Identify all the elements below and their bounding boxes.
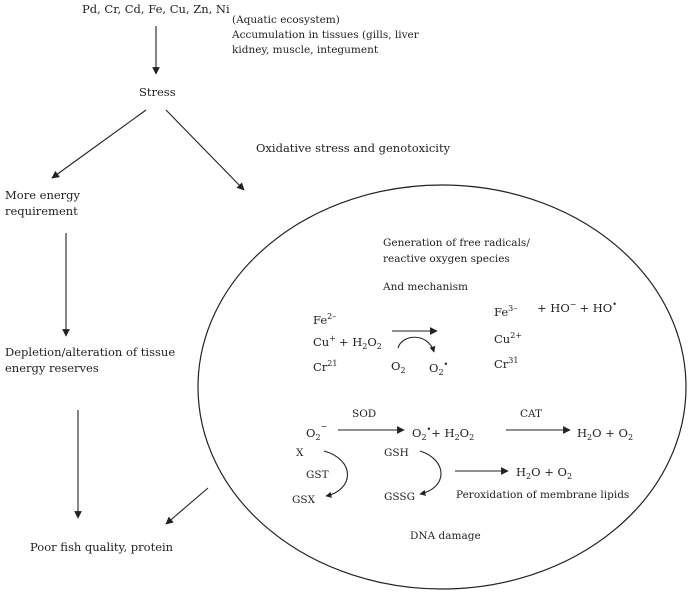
hydroxyl-products: + HO−+ HO• xyxy=(537,300,617,315)
aquatic-line-1: (Aquatic ecosystem) xyxy=(232,14,340,26)
poor-quality-label: Poor fish quality, protein xyxy=(30,540,174,554)
arrow-stress-to-oxidative xyxy=(165,109,245,191)
o2-reactant: O2 xyxy=(391,359,406,375)
depletion-line-2: energy reserves xyxy=(5,361,99,375)
gst-curve-arrow xyxy=(323,450,349,498)
cat-label: CAT xyxy=(520,408,542,420)
o2-radical: O2• xyxy=(429,360,448,377)
arrow-ellipse-to-quality xyxy=(165,487,209,525)
gsh-label: GSH xyxy=(384,447,409,459)
depletion-line-1: Depletion/alteration of tissue xyxy=(5,345,175,359)
cat-products: H2O + O2 xyxy=(577,426,633,442)
lower-products: H2O + O2 xyxy=(516,465,572,481)
stress-label: Stress xyxy=(139,85,176,99)
generation-line-2: reactive oxygen species xyxy=(383,253,510,265)
gssg-label: GSSG xyxy=(384,491,415,503)
gst-label: GST xyxy=(306,469,329,481)
arrow-stress-to-energy xyxy=(51,109,147,179)
sod-products: O2•+ H2O2 xyxy=(412,425,474,442)
fe-left: Fe2– xyxy=(313,312,336,327)
metals-list: Pd, Cr, Cd, Fe, Cu, Zn, Ni xyxy=(82,2,230,16)
dna-damage-label: DNA damage xyxy=(410,530,481,542)
gsh-curve-arrow xyxy=(419,450,442,496)
cr-left: Cr21 xyxy=(313,359,337,374)
cu-right: Cu2+ xyxy=(494,331,522,346)
gsx-label: GSX xyxy=(292,494,316,506)
peroxidation-label: Peroxidation of membrane lipids xyxy=(456,489,629,501)
aquatic-line-3: kidney, muscle, integument xyxy=(232,44,379,56)
energy-line-2: requirement xyxy=(5,204,78,218)
generation-line-1: Generation of free radicals/ xyxy=(383,237,530,249)
oxidative-label: Oxidative stress and genotoxicity xyxy=(256,141,451,155)
ros-ellipse xyxy=(197,184,687,590)
energy-line-1: More energy xyxy=(5,188,81,202)
superoxide-anion: O2− xyxy=(306,422,327,442)
x-substrate: X xyxy=(296,447,304,459)
cu-h2o2-left: Cu++ H2O2 xyxy=(313,334,382,351)
aquatic-line-2: Accumulation in tissues (gills, liver xyxy=(231,29,420,41)
cr-right: Cr31 xyxy=(494,356,518,371)
sod-label: SOD xyxy=(352,408,376,420)
o2-curve-arrow xyxy=(397,336,436,353)
mechanism-label: And mechanism xyxy=(382,281,468,293)
fe-right: Fe3– xyxy=(494,304,517,319)
